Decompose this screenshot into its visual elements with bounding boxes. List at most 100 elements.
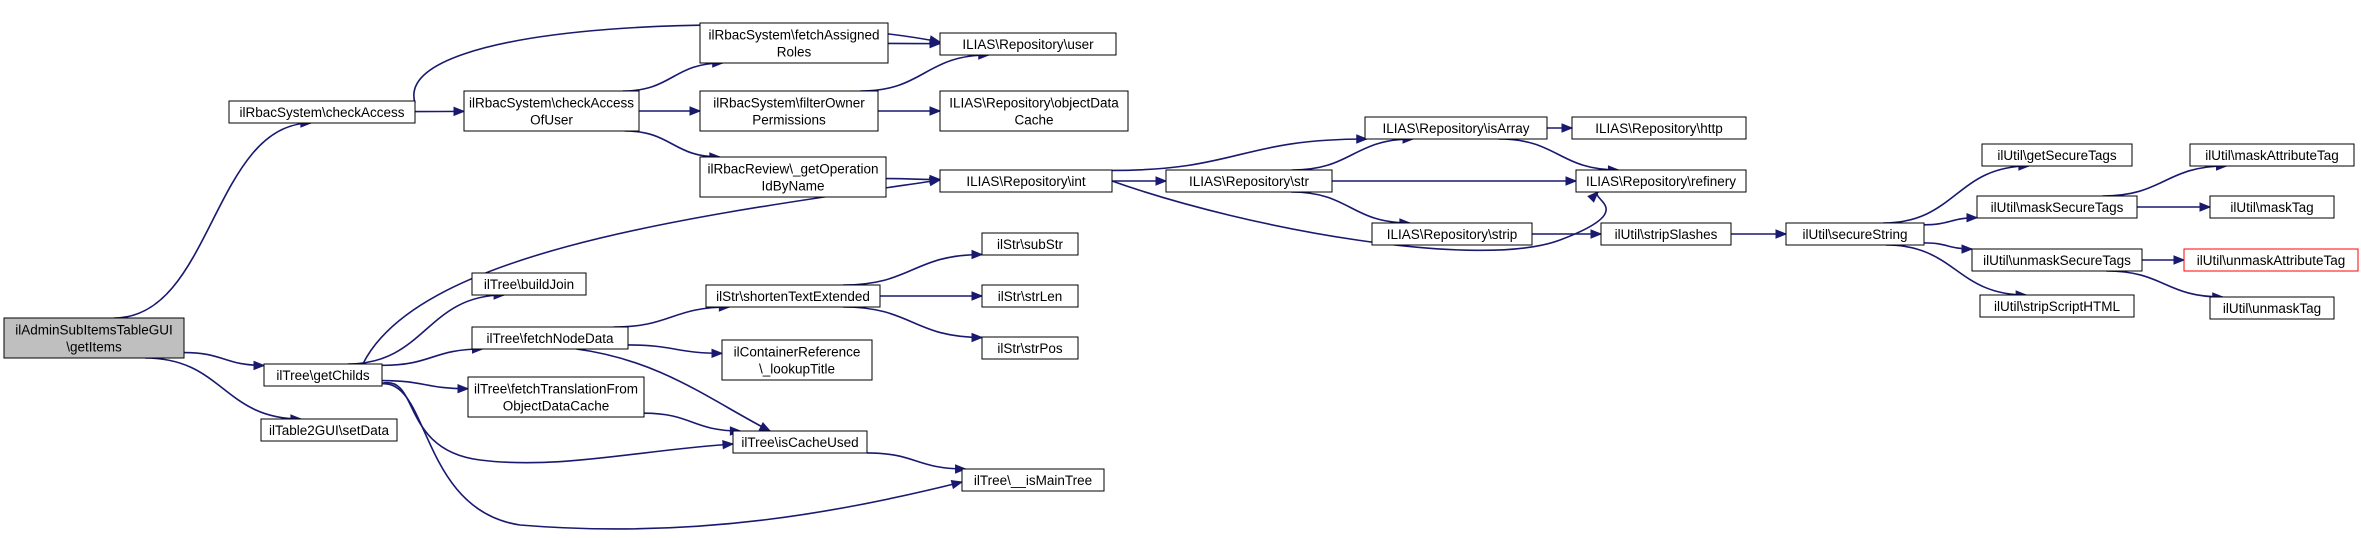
edge-maskSecureTags-to-maskAttributeTag	[2102, 165, 2227, 197]
edge-getChilds-to-fetchTranslation	[381, 379, 469, 390]
node-box-repoUser[interactable]	[939, 32, 1117, 56]
node-box-subStr[interactable]	[981, 232, 1079, 256]
node-subStr[interactable]: ilStr\subStr	[981, 232, 1079, 256]
node-repoHttp[interactable]: ILIAS\Repository\http	[1571, 116, 1747, 140]
node-label-fetchTranslation-line0: ilTree\fetchTranslationFrom	[474, 382, 638, 397]
node-setData[interactable]: ilTable2GUI\setData	[260, 418, 398, 442]
node-getChilds[interactable]: ilTree\getChilds	[263, 363, 383, 387]
node-box-checkAccessOfUser[interactable]	[463, 90, 640, 132]
node-maskTag[interactable]: ilUtil\maskTag	[2209, 195, 2335, 219]
node-box-strPos[interactable]	[981, 336, 1079, 360]
node-repoStr[interactable]: ILIAS\Repository\str	[1165, 169, 1333, 193]
node-repoUser[interactable]: ILIAS\Repository\user	[939, 32, 1117, 56]
node-box-repoStrip[interactable]	[1371, 222, 1533, 246]
edge-root-to-getChilds-arrowhead	[253, 360, 266, 371]
node-strLen[interactable]: ilStr\strLen	[981, 284, 1079, 308]
node-box-buildJoin[interactable]	[471, 272, 587, 296]
node-box-getOperationIdByName[interactable]	[699, 156, 887, 198]
node-buildJoin[interactable]: ilTree\buildJoin	[471, 272, 587, 296]
node-unmaskTag[interactable]: ilUtil\unmaskTag	[2209, 296, 2335, 320]
node-box-checkAccess[interactable]	[228, 100, 416, 124]
node-fetchNodeData[interactable]: ilTree\fetchNodeData	[471, 326, 629, 350]
node-box-repoStr[interactable]	[1165, 169, 1333, 193]
edge-repoInt-to-repoIsArray-arrowhead	[1356, 134, 1369, 144]
node-box-stripScriptHTML[interactable]	[1979, 294, 2135, 318]
node-box-filterOwnerPermissions[interactable]	[699, 90, 879, 132]
node-checkAccess[interactable]: ilRbacSystem\checkAccess	[228, 100, 416, 124]
node-box-fetchAssignedRoles[interactable]	[699, 22, 889, 64]
node-fetchTranslation[interactable]: ilTree\fetchTranslationFromObjectDataCac…	[467, 376, 645, 418]
node-box-stripSlashes[interactable]	[1600, 222, 1732, 246]
node-label-isCacheUsed-line0: ilTree\isCacheUsed	[741, 435, 858, 450]
node-maskSecureTags[interactable]: ilUtil\maskSecureTags	[1976, 195, 2138, 219]
node-shortenText[interactable]: ilStr\shortenTextExtended	[705, 284, 881, 308]
edge-shortenText-to-strPos-arrowhead	[971, 332, 984, 343]
node-root[interactable]: ilAdminSubItemsTableGUI\getItems	[3, 317, 185, 359]
node-box-maskAttributeTag[interactable]	[2189, 143, 2355, 167]
node-box-repoIsArray[interactable]	[1364, 116, 1548, 140]
node-box-getChilds[interactable]	[263, 363, 383, 387]
node-label-unmaskAttributeTag-line0: ilUtil\unmaskAttributeTag	[2197, 253, 2346, 268]
node-label-isMainTree-line0: ilTree\__isMainTree	[974, 473, 1092, 488]
node-maskAttributeTag[interactable]: ilUtil\maskAttributeTag	[2189, 143, 2355, 167]
node-box-repoHttp[interactable]	[1571, 116, 1747, 140]
node-box-repoRefinery[interactable]	[1575, 169, 1747, 193]
node-isMainTree[interactable]: ilTree\__isMainTree	[961, 468, 1105, 492]
node-box-fetchTranslation[interactable]	[467, 376, 645, 418]
edge-shortenText-to-strLen-arrowhead	[971, 291, 984, 301]
edge-stripSlashes-to-secureString-arrowhead	[1775, 229, 1788, 239]
node-repoRefinery[interactable]: ILIAS\Repository\refinery	[1575, 169, 1747, 193]
node-repoStrip[interactable]: ILIAS\Repository\strip	[1371, 222, 1533, 246]
node-label-lookupTitle-line1: \_lookupTitle	[759, 362, 835, 377]
node-label-objectDataCache-line1: Cache	[1014, 113, 1053, 128]
node-box-fetchNodeData[interactable]	[471, 326, 629, 350]
node-secureString[interactable]: ilUtil\secureString	[1785, 222, 1925, 246]
node-box-lookupTitle[interactable]	[721, 339, 873, 381]
node-box-repoInt[interactable]	[939, 169, 1113, 193]
edge-repoInt-to-repoStr-arrowhead	[1155, 176, 1168, 186]
edge-root-to-checkAccess	[114, 122, 311, 319]
node-unmaskSecureTags[interactable]: ilUtil\unmaskSecureTags	[1971, 248, 2143, 272]
edge-getChilds-to-repoInt	[362, 179, 941, 365]
node-label-root-line0: ilAdminSubItemsTableGUI	[15, 323, 173, 338]
node-box-objectDataCache[interactable]	[939, 90, 1129, 132]
node-box-setData[interactable]	[260, 418, 398, 442]
node-label-objectDataCache-line0: ILIAS\Repository\objectData	[949, 96, 1119, 111]
node-box-isCacheUsed[interactable]	[732, 430, 868, 454]
node-strPos[interactable]: ilStr\strPos	[981, 336, 1079, 360]
node-box-maskSecureTags[interactable]	[1976, 195, 2138, 219]
edge-getChilds-to-isMainTree-arrowhead	[950, 479, 964, 490]
node-label-repoHttp-line0: ILIAS\Repository\http	[1595, 121, 1723, 136]
node-box-shortenText[interactable]	[705, 284, 881, 308]
node-getSecureTags[interactable]: ilUtil\getSecureTags	[1981, 143, 2133, 167]
node-box-maskTag[interactable]	[2209, 195, 2335, 219]
node-isCacheUsed[interactable]: ilTree\isCacheUsed	[732, 430, 868, 454]
node-lookupTitle[interactable]: ilContainerReference\_lookupTitle	[721, 339, 873, 381]
node-box-root[interactable]	[3, 317, 185, 359]
edge-secureString-to-getSecureTags	[1883, 165, 2029, 224]
node-box-secureString[interactable]	[1785, 222, 1925, 246]
edge-repoStr-to-repoStrip	[1291, 191, 1410, 224]
node-box-getSecureTags[interactable]	[1981, 143, 2133, 167]
node-stripScriptHTML[interactable]: ilUtil\stripScriptHTML	[1979, 294, 2135, 318]
edge-repoIsArray-to-repoRefinery	[1498, 138, 1619, 171]
edge-repoStr-to-repoIsArray	[1291, 138, 1414, 171]
node-stripSlashes[interactable]: ilUtil\stripSlashes	[1600, 222, 1732, 246]
node-label-getOperationIdByName-line0: ilRbacReview\_getOperation	[707, 162, 878, 177]
node-box-isMainTree[interactable]	[961, 468, 1105, 492]
node-box-unmaskAttributeTag[interactable]	[2183, 248, 2359, 272]
node-box-strLen[interactable]	[981, 284, 1079, 308]
node-repoIsArray[interactable]: ILIAS\Repository\isArray	[1364, 116, 1548, 140]
node-repoInt[interactable]: ILIAS\Repository\int	[939, 169, 1113, 193]
node-box-unmaskTag[interactable]	[2209, 296, 2335, 320]
node-box-unmaskSecureTags[interactable]	[1971, 248, 2143, 272]
node-label-stripScriptHTML-line0: ilUtil\stripScriptHTML	[1994, 299, 2121, 314]
node-unmaskAttributeTag[interactable]: ilUtil\unmaskAttributeTag	[2183, 248, 2359, 272]
edge-checkAccessOfUser-to-filterOwnerPermissions-arrowhead	[689, 106, 702, 116]
